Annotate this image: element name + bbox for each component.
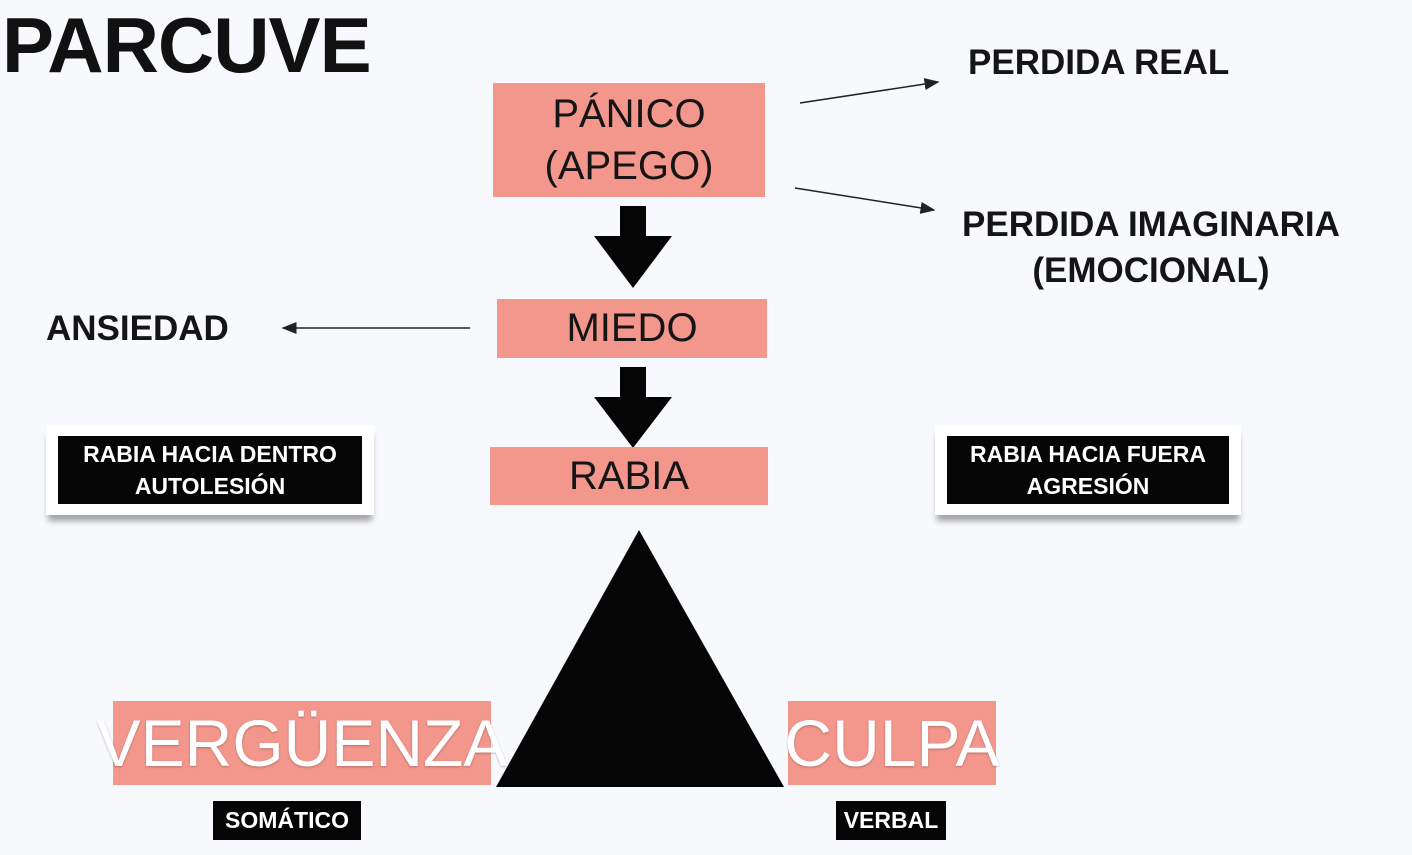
- label-perdida-imaginaria: PERDIDA IMAGINARIA (EMOCIONAL): [962, 202, 1340, 294]
- triangle: [496, 530, 784, 787]
- arrow-to-perdida-real: [799, 78, 940, 104]
- node-rabia: RABIA: [490, 447, 768, 505]
- down-arrow-panico-miedo: [594, 206, 672, 288]
- card-rabia-hacia-dentro: RABIA HACIA DENTRO AUTOLESIÓN: [46, 425, 374, 515]
- label-perdida-imaginaria-line-1: PERDIDA IMAGINARIA: [962, 205, 1340, 244]
- card-left-line-1: RABIA HACIA DENTRO: [83, 441, 337, 467]
- node-panico: PÁNICO (APEGO): [493, 83, 765, 197]
- node-miedo: MIEDO: [497, 299, 767, 358]
- label-ansiedad: ANSIEDAD: [46, 309, 229, 348]
- label-perdida-imaginaria-line-2: (EMOCIONAL): [1032, 251, 1270, 290]
- node-panico-line-1: PÁNICO: [552, 92, 706, 136]
- tag-verbal: VERBAL: [836, 801, 946, 840]
- label-verguenza: VERGÜENZA: [97, 701, 507, 785]
- card-right-line-2: AGRESIÓN: [1026, 473, 1150, 499]
- tag-somatico: SOMÁTICO: [213, 801, 361, 840]
- diagram-title: PARCUVE: [2, 1, 372, 89]
- down-arrow-miedo-rabia: [594, 367, 672, 448]
- card-rabia-hacia-dentro-inner: RABIA HACIA DENTRO AUTOLESIÓN: [58, 436, 362, 504]
- arrow-to-perdida-imaginaria: [794, 187, 936, 214]
- card-rabia-hacia-fuera-inner: RABIA HACIA FUERA AGRESIÓN: [947, 436, 1229, 504]
- card-left-line-2: AUTOLESIÓN: [134, 473, 286, 499]
- node-panico-line-2: (APEGO): [544, 144, 714, 188]
- label-culpa: CULPA: [784, 701, 1000, 785]
- card-right-line-1: RABIA HACIA FUERA: [970, 441, 1206, 467]
- label-perdida-real: PERDIDA REAL: [968, 43, 1230, 82]
- card-rabia-hacia-fuera: RABIA HACIA FUERA AGRESIÓN: [935, 425, 1241, 515]
